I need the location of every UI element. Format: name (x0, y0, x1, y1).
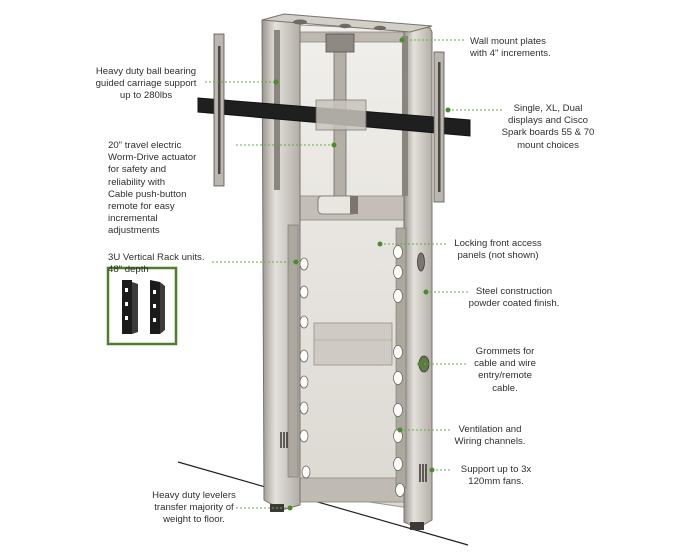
bottom-tray (295, 477, 409, 503)
display-bracket-right (433, 51, 445, 203)
callout-wall-mount-plates: Wall mount plates with 4" increments. (470, 36, 551, 60)
lower-cross-member (313, 322, 393, 366)
leader-lines (205, 39, 502, 509)
callout-worm-drive-actuator: 20" travel electric Worm-Drive actuator … (108, 140, 197, 237)
leader-dots (273, 37, 451, 511)
callout-display-choices: Single, XL, Dual displays and Cisco Spar… (501, 103, 595, 151)
side-lock (417, 252, 425, 272)
callout-locking-panels: Locking front access panels (not shown) (454, 238, 542, 262)
callout-ball-bearing-carriage: Heavy duty ball bearing guided carriage … (95, 66, 197, 102)
callout-grommets: Grommets for cable and wire entry/remote… (474, 346, 536, 394)
leveler-foot-right (410, 522, 424, 530)
carriage-plate (315, 99, 367, 131)
right-post-grommet-holes (393, 245, 405, 497)
vent-slots (280, 432, 427, 482)
display-bracket-left (213, 33, 225, 187)
floor-line (177, 461, 469, 546)
top-cap (261, 13, 433, 33)
rack-units-inset (106, 266, 178, 346)
callout-levelers: Heavy duty levelers transfer majority of… (152, 490, 236, 526)
right-post (403, 23, 433, 529)
callout-fans: Support up to 3x 120mm fans. (460, 464, 532, 488)
left-post-grommet-holes (299, 257, 311, 479)
callout-ventilation: Ventilation and Wiring channels. (454, 424, 526, 448)
callout-steel-construction: Steel construction powder coated finish. (468, 286, 560, 310)
callout-rack-units: 3U Vertical Rack units. 48" depth (108, 252, 205, 276)
